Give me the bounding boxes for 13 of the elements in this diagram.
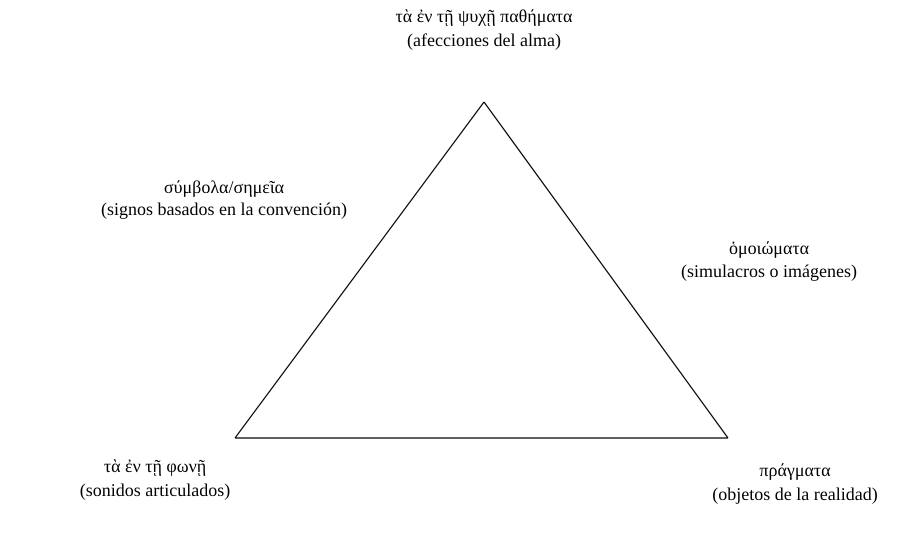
triangle-side — [235, 437, 728, 439]
side-greek-term: σύμβολα/σημεῖα — [162, 176, 286, 198]
spanish-translation: (objetos de la realidad) — [712, 483, 878, 506]
greek-term: πράγματα — [759, 459, 831, 482]
spanish-translation: (afecciones del alma) — [407, 29, 561, 52]
triangle-side — [234, 102, 484, 438]
side-spanish-translation: (simulacros o imágenes) — [680, 260, 858, 282]
side-spanish-translation: (signos basados en la convención) — [100, 198, 348, 220]
greek-term: τὰ ἐν τῇ φωνῇ — [104, 455, 206, 478]
side-greek-term: ὁμοιώματα — [728, 237, 810, 259]
greek-term: τὰ ἐν τῇ ψυχῇ παθήματα — [396, 5, 572, 28]
triangle-side — [484, 102, 728, 438]
spanish-translation: (sonidos articulados) — [80, 479, 230, 502]
